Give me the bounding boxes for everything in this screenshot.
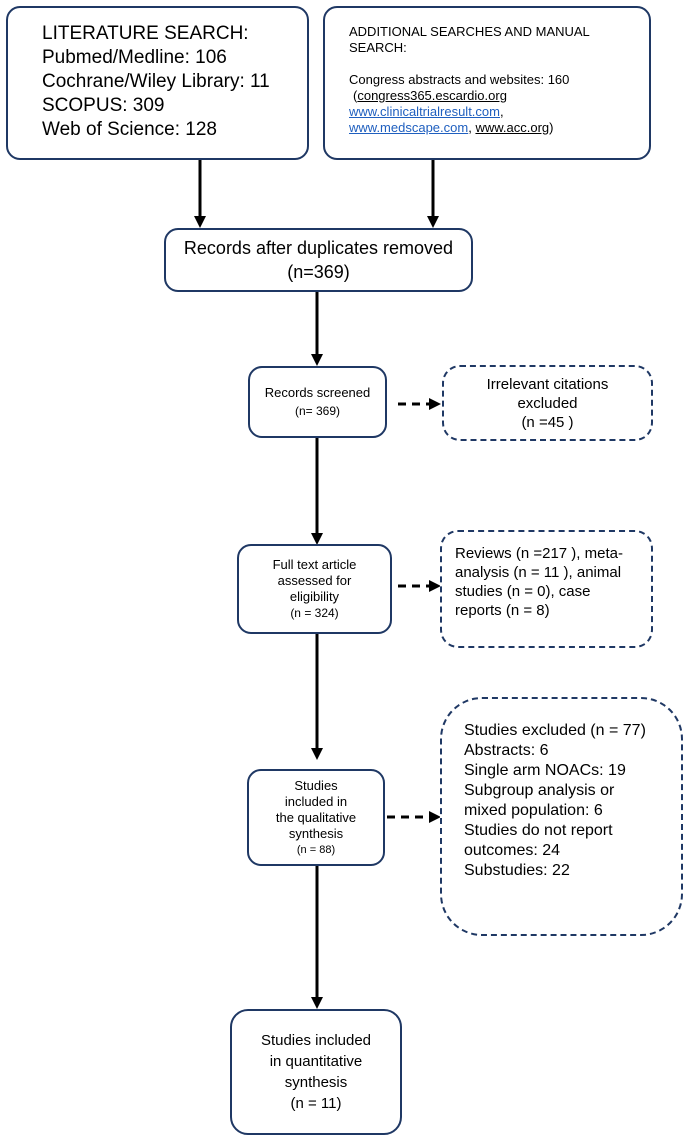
irrelevant-line2: excluded: [517, 394, 578, 412]
comma-space: ,: [468, 120, 476, 135]
screened-line1: Records screened: [264, 385, 371, 400]
additional-congress: Congress abstracts and websites: 160: [349, 72, 570, 87]
studies-excluded-box: Studies excluded (n = 77) Abstracts: 6 S…: [440, 697, 683, 936]
literature-line-wos: Web of Science: 128: [42, 119, 217, 140]
reviews-line3: studies (n = 0), case: [455, 583, 591, 600]
reviews-line2: analysis (n = 11 ), animal: [455, 564, 622, 581]
link-medscape[interactable]: www.medscape.com: [349, 120, 469, 135]
excluded-line8: Substudies: 22: [464, 862, 570, 879]
qualitative-line1: Studies: [294, 777, 338, 793]
duplicates-line1: Records after duplicates removed: [183, 238, 454, 258]
additional-line-escardio: (congress365.escardio.org: [349, 88, 649, 104]
link-escardio[interactable]: congress365.escardio.org: [357, 88, 507, 103]
irrelevant-excluded-box: Irrelevant citations excluded (n =45 ): [442, 365, 653, 441]
additional-line-medscape: www.medscape.com, www.acc.org): [349, 120, 649, 136]
qualitative-line2: included in: [284, 793, 348, 809]
excluded-line5: mixed population: 6: [464, 802, 603, 819]
qualitative-synthesis-box: Studies included in the qualitative synt…: [247, 769, 385, 866]
fulltext-line2: assessed for: [277, 573, 352, 588]
additional-title-line2: SEARCH:: [349, 40, 407, 55]
close-paren: ): [549, 120, 554, 135]
reviews-line4: reports (n = 8): [455, 602, 550, 619]
excluded-line7: outcomes: 24: [464, 842, 561, 859]
quantitative-line2: in quantitative: [269, 1053, 363, 1070]
comma: ,: [499, 104, 504, 119]
screened-line2: (n= 369): [294, 404, 341, 418]
quantitative-line4: (n = 11): [290, 1095, 342, 1112]
open-paren: (: [353, 88, 358, 103]
fulltext-line1: Full text article: [272, 557, 357, 572]
records-screened-box: Records screened (n= 369): [248, 366, 387, 438]
reviews-excluded-box: Reviews (n =217 ), meta- analysis (n = 1…: [440, 530, 653, 648]
link-acc[interactable]: www.acc.org: [475, 120, 550, 135]
fulltext-line4: (n = 324): [290, 606, 339, 620]
quantitative-line1: Studies included: [260, 1032, 372, 1049]
literature-line-pubmed: Pubmed/Medline: 106: [42, 47, 227, 68]
excluded-line3: Single arm NOACs: 19: [464, 762, 626, 779]
qualitative-line3: the qualitative: [275, 809, 357, 825]
irrelevant-line3: (n =45 ): [521, 413, 574, 431]
reviews-line1: Reviews (n =217 ), meta-: [455, 545, 623, 562]
duplicates-line2: (n=369): [287, 262, 350, 282]
irrelevant-line1: Irrelevant citations: [486, 375, 609, 393]
quantitative-line3: synthesis: [284, 1074, 348, 1091]
literature-search-box: LITERATURE SEARCH: Pubmed/Medline: 106 C…: [6, 6, 309, 160]
excluded-line2: Abstracts: 6: [464, 742, 549, 759]
literature-line-cochrane: Cochrane/Wiley Library: 11: [42, 71, 270, 92]
excluded-line1: Studies excluded (n = 77): [464, 722, 646, 739]
literature-title: LITERATURE SEARCH:: [42, 23, 249, 44]
qualitative-line5: (n = 88): [296, 843, 336, 856]
additional-line-clinicaltrial: www.clinicaltrialresult.com,: [349, 104, 649, 120]
quantitative-synthesis-box: Studies included in quantitative synthes…: [230, 1009, 402, 1135]
excluded-line4: Subgroup analysis or: [464, 782, 615, 799]
fulltext-line3: eligibility: [289, 589, 340, 604]
qualitative-line4: synthesis: [288, 825, 344, 841]
literature-line-scopus: SCOPUS: 309: [42, 95, 165, 116]
full-text-assessed-box: Full text article assessed for eligibili…: [237, 544, 392, 634]
duplicates-removed-box: Records after duplicates removed (n=369): [164, 228, 473, 292]
excluded-line6: Studies do not report: [464, 822, 613, 839]
additional-search-box: ADDITIONAL SEARCHES AND MANUAL SEARCH: C…: [323, 6, 651, 160]
link-clinicaltrialresult[interactable]: www.clinicaltrialresult.com: [349, 104, 500, 119]
additional-title-line1: ADDITIONAL SEARCHES AND MANUAL: [349, 24, 590, 39]
